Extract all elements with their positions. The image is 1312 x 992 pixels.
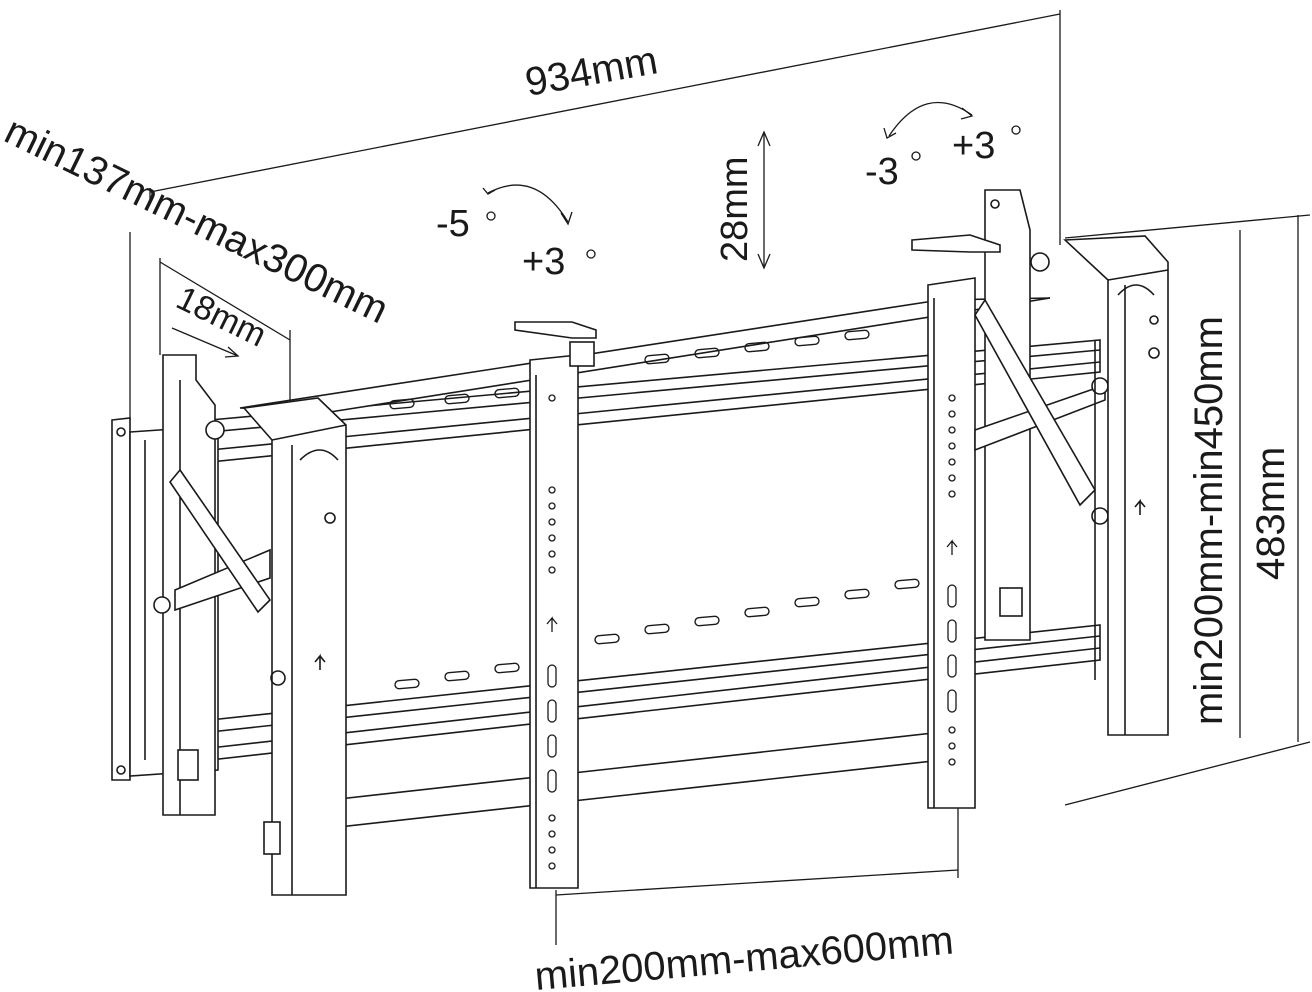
- tilt-arrow-left: [482, 184, 573, 226]
- center-vertical-bracket: [514, 321, 597, 889]
- degree-icon: [586, 249, 596, 259]
- tilt-right-minus: -3: [865, 151, 899, 193]
- right-vertical-bracket: [927, 277, 976, 809]
- tilt-left-minus: -5: [436, 203, 470, 245]
- tilt-right-labels: -3 +3: [865, 125, 1021, 193]
- degree-icon: [1011, 125, 1021, 135]
- adjust-dimension-label: 18mm: [170, 279, 272, 355]
- tilt-arrow-right: [883, 101, 974, 139]
- tilt-left-plus: +3: [522, 241, 565, 283]
- degree-icon: [486, 211, 496, 221]
- vertical-adjust-label: 28mm: [714, 156, 756, 262]
- main-rails: [209, 297, 1101, 829]
- left-arm-assembly: [111, 354, 272, 816]
- right-arm-assembly: [911, 189, 1109, 641]
- tilt-left-labels: -5 +3: [436, 203, 596, 283]
- far-right-vertical-bracket: [1063, 235, 1169, 736]
- left-vertical-bracket: [242, 397, 347, 896]
- dimension-lines: [129, 10, 1311, 945]
- degree-icon: [911, 151, 921, 161]
- rail-slots-upper: [389, 329, 870, 410]
- height-dimension-label: 483mm: [1249, 447, 1293, 580]
- arm-spacing-label: min200mm-min450mm: [1187, 316, 1231, 725]
- bracket-spacing-label: min200mm-max600mm: [533, 919, 955, 992]
- width-dimension-label: 934mm: [522, 38, 661, 104]
- rail-slots-middle: [394, 578, 920, 690]
- tilt-right-plus: +3: [952, 125, 995, 167]
